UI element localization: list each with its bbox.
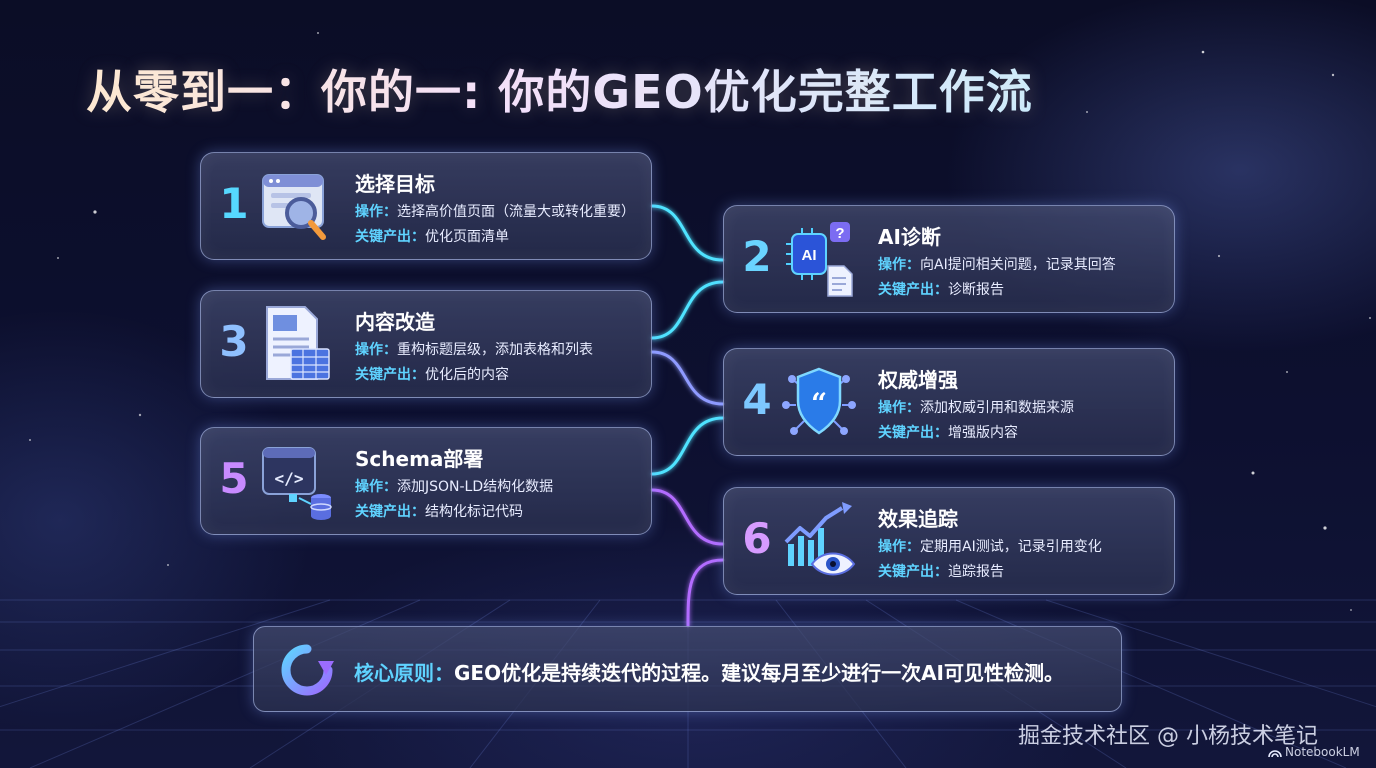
step-number: 2 — [742, 232, 772, 281]
notebooklm-logo-icon — [1268, 750, 1282, 758]
step-card-6: 6 效果追踪 操作：定期用AI测试，记录引用变化 关键产出：追踪报告 — [723, 487, 1175, 595]
step-number: 6 — [742, 514, 772, 563]
step-action: 操作：选择高价值页面（流量大或转化重要） — [355, 204, 635, 220]
trend-eye-icon — [784, 502, 856, 576]
step-number: 3 — [219, 317, 249, 366]
step-heading: Schema部署 — [355, 447, 484, 471]
svg-text:</>: </> — [275, 469, 304, 488]
connector-6-principle — [686, 558, 725, 628]
svg-text:“: “ — [811, 387, 827, 420]
document-table-icon — [266, 306, 330, 380]
step-output: 关键产出：追踪报告 — [878, 564, 1004, 580]
step-heading: 权威增强 — [878, 368, 958, 392]
connector-4-5 — [650, 416, 725, 476]
step-number: 1 — [219, 179, 249, 228]
step-card-1: 1 选择目标 操作：选择高价值页面（流量大或转化重要） 关键产出：优化页面清单 — [200, 152, 652, 260]
connector-3-4 — [650, 350, 725, 406]
cycle-arrow-icon — [281, 644, 334, 696]
core-principle-text: 核心原则：GEO优化是持续迭代的过程。建议每月至少进行一次AI可见性检测。 — [354, 661, 1064, 685]
page-title: 从零到一：你的一: 你的GEO优化完整工作流 — [86, 56, 1033, 122]
core-principle-box: 核心原则：GEO优化是持续迭代的过程。建议每月至少进行一次AI可见性检测。 — [253, 626, 1122, 712]
connector-5-6 — [650, 488, 725, 546]
step-output: 关键产出：优化后的内容 — [355, 367, 509, 383]
step-action: 操作：重构标题层级，添加表格和列表 — [355, 342, 593, 358]
step-action: 操作：定期用AI测试，记录引用变化 — [878, 539, 1102, 555]
svg-text:?: ? — [835, 225, 844, 242]
step-heading: 内容改造 — [355, 310, 435, 334]
step-heading: 选择目标 — [355, 172, 435, 196]
step-heading: AI诊断 — [878, 225, 941, 249]
step-card-5: 5 </> Schema部署 操作：添加JSON-LD结构化数据 关键产出：结构… — [200, 427, 652, 535]
step-card-2: 2 AI ? AI诊断 操作：向AI提问相关问题，记录其回答 关键产出：诊断报告 — [723, 205, 1175, 313]
svg-text:AI: AI — [802, 247, 817, 264]
step-card-3: 3 内容改造 操作：重构标题层级，添加表格和列表 关键产出：优化后的内容 — [200, 290, 652, 398]
step-number: 5 — [219, 454, 249, 503]
step-action: 操作：添加JSON-LD结构化数据 — [355, 479, 554, 495]
step-output: 关键产出：增强版内容 — [878, 425, 1018, 441]
code-database-icon: </> — [262, 447, 332, 520]
step-card-4: 4 “ 权威增强 操作：添加权威引用和数据来源 关键产出：增强版内容 — [723, 348, 1175, 456]
step-number: 4 — [742, 375, 772, 424]
connector-2-3 — [650, 280, 725, 340]
connector-1-2 — [650, 204, 725, 262]
browser-magnifier-icon — [262, 174, 326, 240]
step-heading: 效果追踪 — [878, 507, 958, 531]
step-action: 操作：向AI提问相关问题，记录其回答 — [878, 257, 1116, 273]
step-output: 关键产出：诊断报告 — [878, 282, 1004, 298]
brand-badge: NotebookLM — [1268, 745, 1360, 759]
watermark: 掘金技术社区 @ 小杨技术笔记 — [1018, 724, 1318, 749]
step-output: 关键产出：结构化标记代码 — [355, 504, 523, 520]
ai-chip-question-icon: AI ? — [786, 222, 853, 297]
shield-quote-icon: “ — [782, 367, 856, 435]
step-action: 操作：添加权威引用和数据来源 — [878, 400, 1074, 416]
step-output: 关键产出：优化页面清单 — [355, 229, 509, 245]
